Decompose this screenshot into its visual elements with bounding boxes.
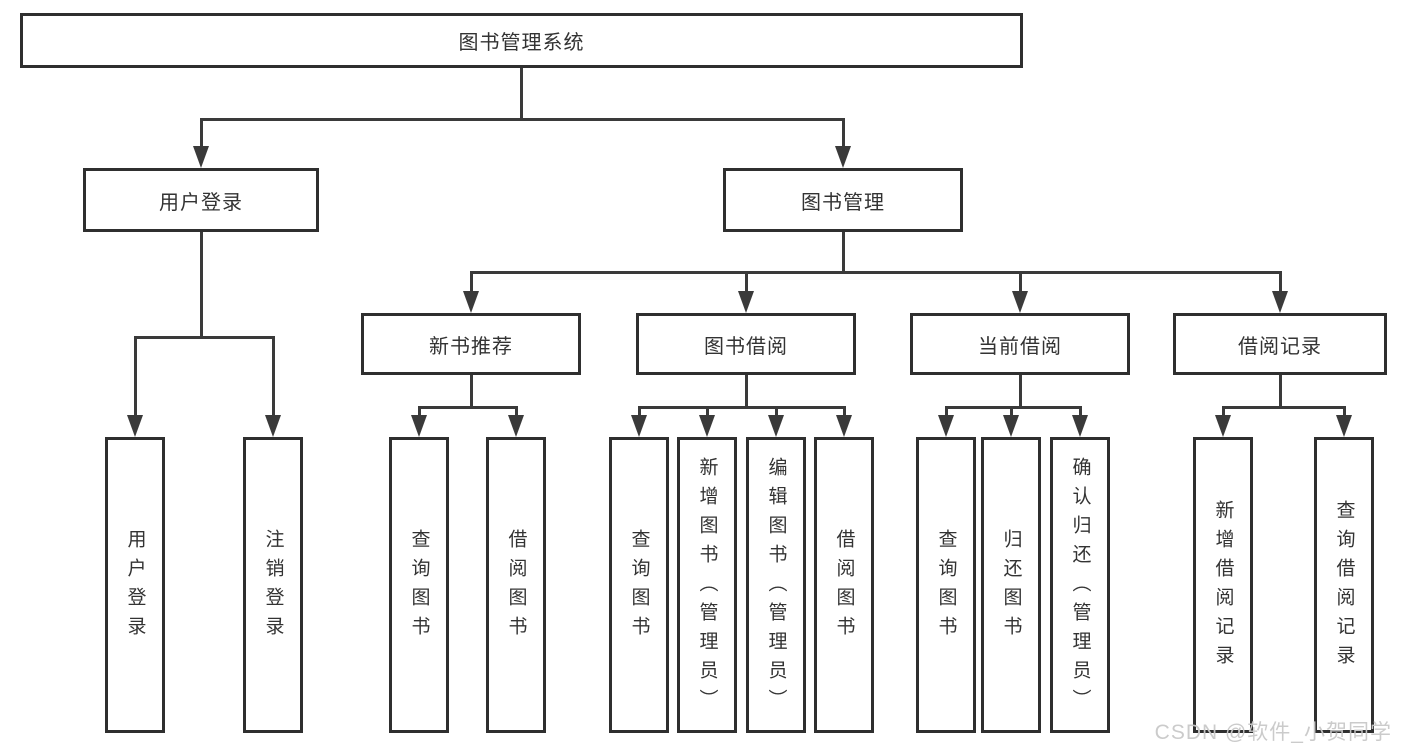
connector-line [1019, 375, 1022, 409]
connector-line [418, 406, 517, 409]
arrowhead-down [1012, 291, 1028, 313]
connector-line [200, 232, 203, 339]
connector-line [638, 406, 845, 409]
connector-line [1222, 406, 1225, 415]
leaf-logout: 注销登录 [243, 437, 303, 733]
leaf-query-books-current: 查询图书 [916, 437, 976, 733]
leaf-query-books-recommend: 查询图书 [389, 437, 449, 733]
node-label: 归还图书 [1000, 529, 1022, 645]
connector-line [842, 118, 845, 146]
connector-line [134, 336, 137, 415]
connector-line [470, 271, 1281, 274]
node-label: 确认归还（管理员） [1069, 456, 1091, 718]
arrowhead-down [836, 415, 852, 437]
arrowhead-down [1215, 415, 1231, 437]
node-label: 用户登录 [159, 191, 243, 214]
connector-line [418, 406, 421, 415]
connector-line [272, 336, 275, 415]
node-label: 查询图书 [628, 529, 650, 645]
node-label: 注销登录 [262, 529, 284, 645]
connector-line [638, 406, 641, 415]
node-label: 查询图书 [935, 529, 957, 645]
connector-line [200, 118, 844, 121]
arrowhead-down [193, 146, 209, 168]
connector-line [1279, 271, 1282, 291]
node-label: 查询图书 [408, 529, 430, 645]
node-label: 图书借阅 [704, 335, 788, 358]
leaf-borrow-books-borrowing: 借阅图书 [814, 437, 874, 733]
connector-line [134, 336, 274, 339]
connector-line [1343, 406, 1346, 415]
connector-line [200, 118, 203, 146]
node-label: 图书管理 [801, 191, 885, 214]
arrowhead-down [508, 415, 524, 437]
connector-line [515, 406, 518, 415]
node-label: 借阅记录 [1238, 335, 1322, 358]
node-library-management-system: 图书管理系统 [20, 13, 1023, 68]
leaf-query-books-borrowing: 查询图书 [609, 437, 669, 733]
arrowhead-down [938, 415, 954, 437]
connector-line [945, 406, 1082, 409]
connector-line [945, 406, 948, 415]
arrowhead-down [738, 291, 754, 313]
node-label: 编辑图书（管理员） [765, 456, 787, 718]
node-current-borrowing: 当前借阅 [910, 313, 1130, 375]
csdn-watermark: CSDN @软件_小贺同学 [1154, 721, 1392, 744]
arrowhead-down [265, 415, 281, 437]
leaf-borrow-books-recommend: 借阅图书 [486, 437, 546, 733]
connector-line [470, 375, 473, 409]
connector-line [1222, 406, 1346, 409]
node-book-management: 图书管理 [723, 168, 963, 232]
arrowhead-down [1336, 415, 1352, 437]
connector-line [775, 406, 778, 415]
arrowhead-down [127, 415, 143, 437]
connector-line [745, 271, 748, 291]
arrowhead-down [411, 415, 427, 437]
arrowhead-down [1072, 415, 1088, 437]
node-label: 图书管理系统 [458, 32, 585, 54]
node-label: 查询借阅记录 [1333, 500, 1355, 674]
leaf-add-book-admin: 新增图书（管理员） [677, 437, 737, 733]
connector-line [1010, 406, 1013, 415]
connector-line [470, 271, 473, 291]
arrowhead-down [699, 415, 715, 437]
connector-line [843, 406, 846, 415]
node-label: 用户登录 [124, 529, 146, 645]
leaf-return-books: 归还图书 [981, 437, 1041, 733]
leaf-add-borrow-record: 新增借阅记录 [1193, 437, 1253, 733]
connector-line [1079, 406, 1082, 415]
leaf-query-borrow-record: 查询借阅记录 [1314, 437, 1374, 733]
arrowhead-down [768, 415, 784, 437]
connector-line [842, 232, 845, 274]
node-book-borrowing: 图书借阅 [636, 313, 856, 375]
node-label: 新增图书（管理员） [696, 456, 718, 718]
node-label: 当前借阅 [978, 335, 1062, 358]
node-label: 借阅图书 [833, 529, 855, 645]
leaf-confirm-return-admin: 确认归还（管理员） [1050, 437, 1110, 733]
node-user-login: 用户登录 [83, 168, 319, 232]
connector-line [706, 406, 709, 415]
connector-line [1019, 271, 1022, 291]
node-new-book-recommend: 新书推荐 [361, 313, 581, 375]
arrowhead-down [463, 291, 479, 313]
connector-line [520, 68, 523, 119]
node-borrowing-records: 借阅记录 [1173, 313, 1387, 375]
node-label: 新增借阅记录 [1212, 500, 1234, 674]
arrowhead-down [1003, 415, 1019, 437]
node-label: 借阅图书 [505, 529, 527, 645]
leaf-user-login: 用户登录 [105, 437, 165, 733]
connector-line [1279, 375, 1282, 409]
connector-line [745, 375, 748, 409]
leaf-edit-book-admin: 编辑图书（管理员） [746, 437, 806, 733]
arrowhead-down [835, 146, 851, 168]
arrowhead-down [1272, 291, 1288, 313]
node-label: 新书推荐 [429, 335, 513, 358]
arrowhead-down [631, 415, 647, 437]
